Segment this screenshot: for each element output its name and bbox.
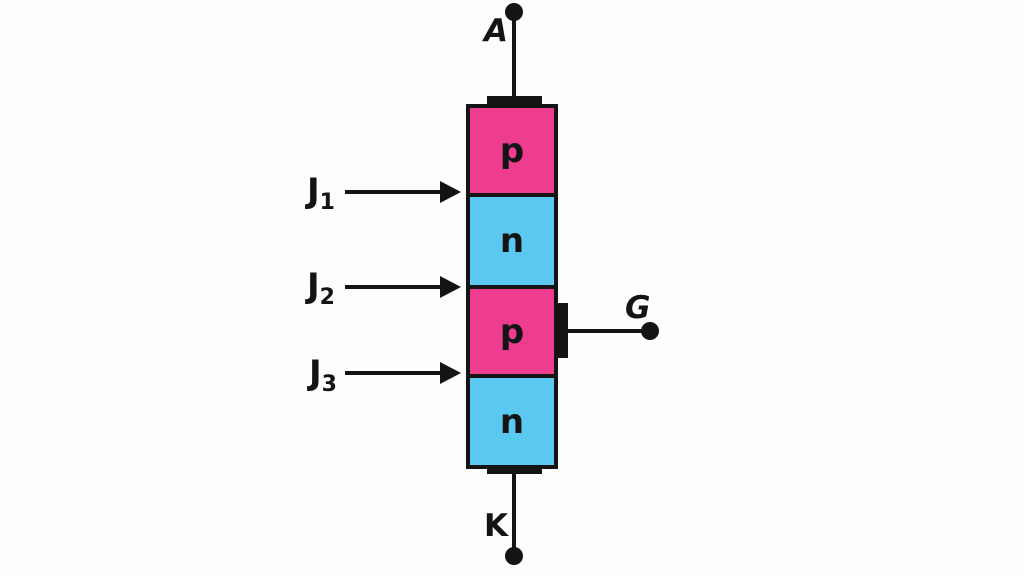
- junction-j2-arrow-line: [345, 285, 441, 289]
- junction-j3-label: J3: [309, 356, 337, 396]
- junction-j2-label: J2: [307, 269, 335, 309]
- junction-j3-arrow-head: [440, 362, 461, 384]
- cathode-electrode-bar: [487, 465, 542, 474]
- gate-label: G: [625, 290, 651, 326]
- junction-j1-base: J: [307, 171, 320, 211]
- layer-n-bottom: n: [470, 378, 554, 465]
- layer-p-gate: p: [470, 289, 554, 378]
- pnpn-layer-stack: p n p n: [466, 104, 558, 469]
- junction-j2-subscript: 2: [319, 285, 335, 310]
- layer-n-upper-label: n: [499, 221, 525, 261]
- junction-j2-base: J: [307, 266, 320, 306]
- junction-j1-label: J1: [307, 174, 335, 214]
- layer-n-bottom-label: n: [499, 401, 525, 442]
- junction-j3-arrow-line: [345, 371, 441, 375]
- layer-p-top-label: p: [499, 130, 525, 171]
- gate-electrode-bar: [557, 303, 568, 358]
- junction-j3-base: J: [309, 353, 322, 393]
- junction-j1-arrow-line: [345, 190, 441, 194]
- layer-p-gate-label: p: [499, 311, 525, 352]
- layer-n-upper: n: [470, 197, 554, 289]
- anode-lead-wire: [512, 13, 516, 97]
- junction-j1-arrow-head: [440, 181, 461, 203]
- cathode-terminal-dot: [505, 547, 523, 565]
- cathode-lead-wire: [512, 474, 516, 550]
- anode-electrode-bar: [487, 96, 542, 105]
- layer-p-top: p: [470, 108, 554, 197]
- anode-label: A: [484, 13, 508, 49]
- gate-terminal-dot: [641, 322, 659, 340]
- junction-j2-arrow-head: [440, 276, 461, 298]
- anode-terminal-dot: [505, 3, 523, 21]
- junction-j3-subscript: 3: [321, 372, 337, 397]
- junction-j1-subscript: 1: [319, 190, 335, 215]
- cathode-label: K: [484, 508, 509, 544]
- gate-lead-wire: [568, 329, 649, 333]
